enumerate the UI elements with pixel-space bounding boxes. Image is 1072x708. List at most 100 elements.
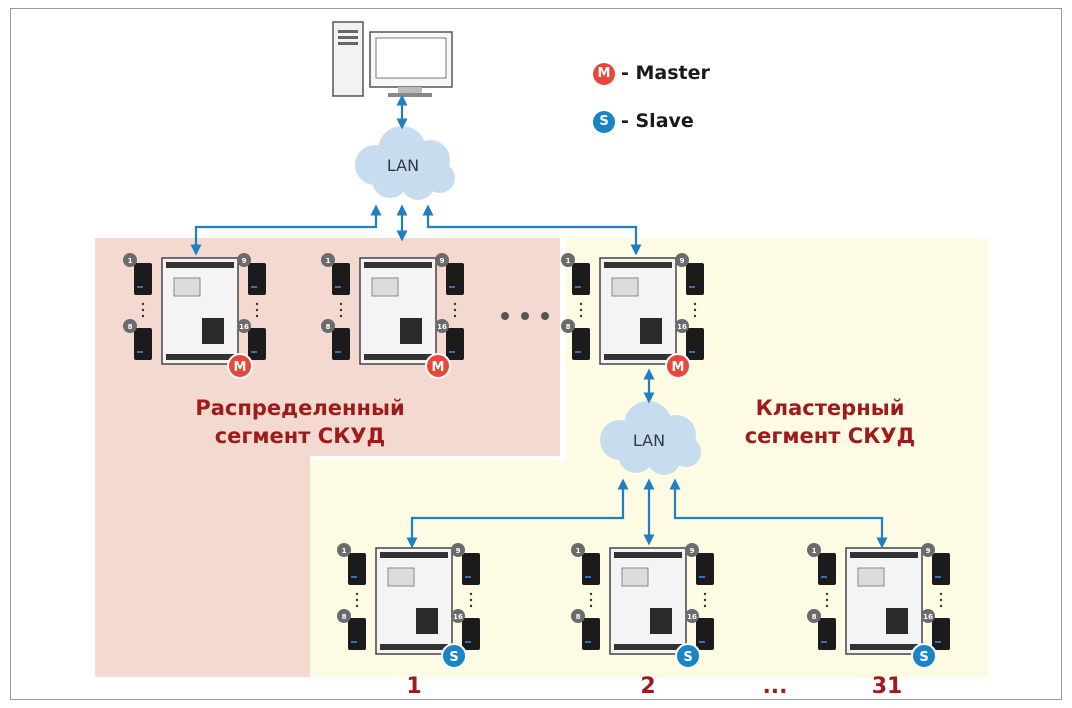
lan-top-label: LAN (386, 156, 420, 175)
reader-number-text: 9 (242, 257, 247, 265)
reader-number-badge (435, 253, 449, 267)
reader-ellipsis-dot (693, 308, 697, 312)
board-chip (173, 277, 201, 297)
role-badge-text: S (683, 650, 692, 665)
reader-ellipsis-dot (939, 604, 943, 608)
card-reader-icon (332, 328, 350, 360)
terminal-strip (380, 644, 448, 650)
reader-number-badge (675, 253, 689, 267)
card-reader-icon (582, 618, 600, 650)
slave-number-2: 2 (640, 674, 656, 699)
reader-number-text: 1 (566, 257, 571, 265)
reader-number-text: 16 (437, 323, 447, 331)
master-badge-icon: M (593, 62, 615, 85)
reader-number-badge (561, 253, 575, 267)
reader-ellipsis-dot (141, 302, 145, 306)
reader-number-text: 1 (326, 257, 331, 265)
reader-number-badge (561, 319, 575, 333)
slave-role-badge-icon (911, 643, 937, 669)
master-role-badge-icon (665, 353, 691, 379)
reader-ellipsis-dot (579, 314, 583, 318)
reader-ellipsis-dot (255, 302, 259, 306)
reader-number-badge (807, 543, 821, 557)
reader-ellipsis-dot (703, 598, 707, 602)
terminal-strip (614, 644, 682, 650)
reader-number-text: 1 (128, 257, 133, 265)
reader-number-badge (571, 609, 585, 623)
legend-slave: S- Slave (593, 110, 694, 133)
reader-number-badge (685, 543, 699, 557)
reader-number-badge (675, 319, 689, 333)
card-reader-icon (462, 618, 480, 650)
master-role-badge-icon (425, 353, 451, 379)
lan-cluster-label: LAN (632, 431, 666, 450)
reader-number-text: 8 (342, 613, 347, 621)
slave-number-31: 31 (871, 674, 903, 699)
card-reader-icon (248, 328, 266, 360)
slave-role-badge-icon (675, 643, 701, 669)
card-reader-icon (572, 328, 590, 360)
reader-number-text: 9 (456, 547, 461, 555)
board-chip (886, 608, 908, 634)
reader-ellipsis-dot (453, 314, 457, 318)
board-chip (400, 318, 422, 344)
reader-number-text: 8 (326, 323, 331, 331)
card-reader-icon (348, 553, 366, 585)
reader-number-badge (571, 543, 585, 557)
reader-number-text: 9 (926, 547, 931, 555)
board-chip (621, 567, 649, 587)
reader-ellipsis-dot (141, 314, 145, 318)
arrow-lan-left (190, 204, 382, 256)
controller-board (161, 257, 239, 365)
card-reader-icon (134, 263, 152, 295)
reader-ellipsis-dot (469, 598, 473, 602)
reader-number-text: 16 (453, 613, 463, 621)
card-reader-icon (446, 328, 464, 360)
server-computer-icon (332, 21, 453, 97)
reader-number-text: 16 (677, 323, 687, 331)
role-badge-text: S (449, 650, 458, 665)
reader-ellipsis-dot (825, 598, 829, 602)
reader-ellipsis-dot (255, 314, 259, 318)
board-chip (857, 567, 885, 587)
controller-board (375, 547, 453, 655)
reader-number-text: 16 (687, 613, 697, 621)
arrow-clusterlan-right (669, 478, 888, 549)
reader-number-badge (685, 609, 699, 623)
reader-number-text: 8 (566, 323, 571, 331)
card-reader-icon (696, 553, 714, 585)
reader-number-badge (123, 253, 137, 267)
role-badge-text: M (432, 360, 445, 375)
diagram-frame (10, 8, 1062, 700)
slave-number-dots: ... (762, 674, 788, 699)
terminal-strip (614, 552, 682, 558)
legend-master: M- Master (593, 62, 710, 85)
board-chip (640, 318, 662, 344)
slave-badge-icon: S (593, 110, 615, 133)
card-reader-icon (446, 263, 464, 295)
board-chip (650, 608, 672, 634)
reader-ellipsis-dot (589, 592, 593, 596)
card-reader-icon (134, 328, 152, 360)
reader-ellipsis-dot (693, 314, 697, 318)
terminal-strip (166, 262, 234, 268)
reader-number-text: 8 (812, 613, 817, 621)
reader-number-text: 1 (342, 547, 347, 555)
card-reader-icon (818, 618, 836, 650)
board-chip (371, 277, 399, 297)
terminal-strip (850, 644, 918, 650)
role-badge-text: M (672, 360, 685, 375)
arrow-lan-right (422, 204, 642, 256)
controller-board (609, 547, 687, 655)
controller-board (599, 257, 677, 365)
lan-cloud-cluster (600, 401, 701, 475)
slave-controller-unit: 1 8 9 16S (337, 543, 480, 669)
reader-ellipsis-dot (469, 604, 473, 608)
terminal-strip (850, 552, 918, 558)
reader-ellipsis-dot (589, 598, 593, 602)
terminal-strip (364, 262, 432, 268)
board-chip (611, 277, 639, 297)
